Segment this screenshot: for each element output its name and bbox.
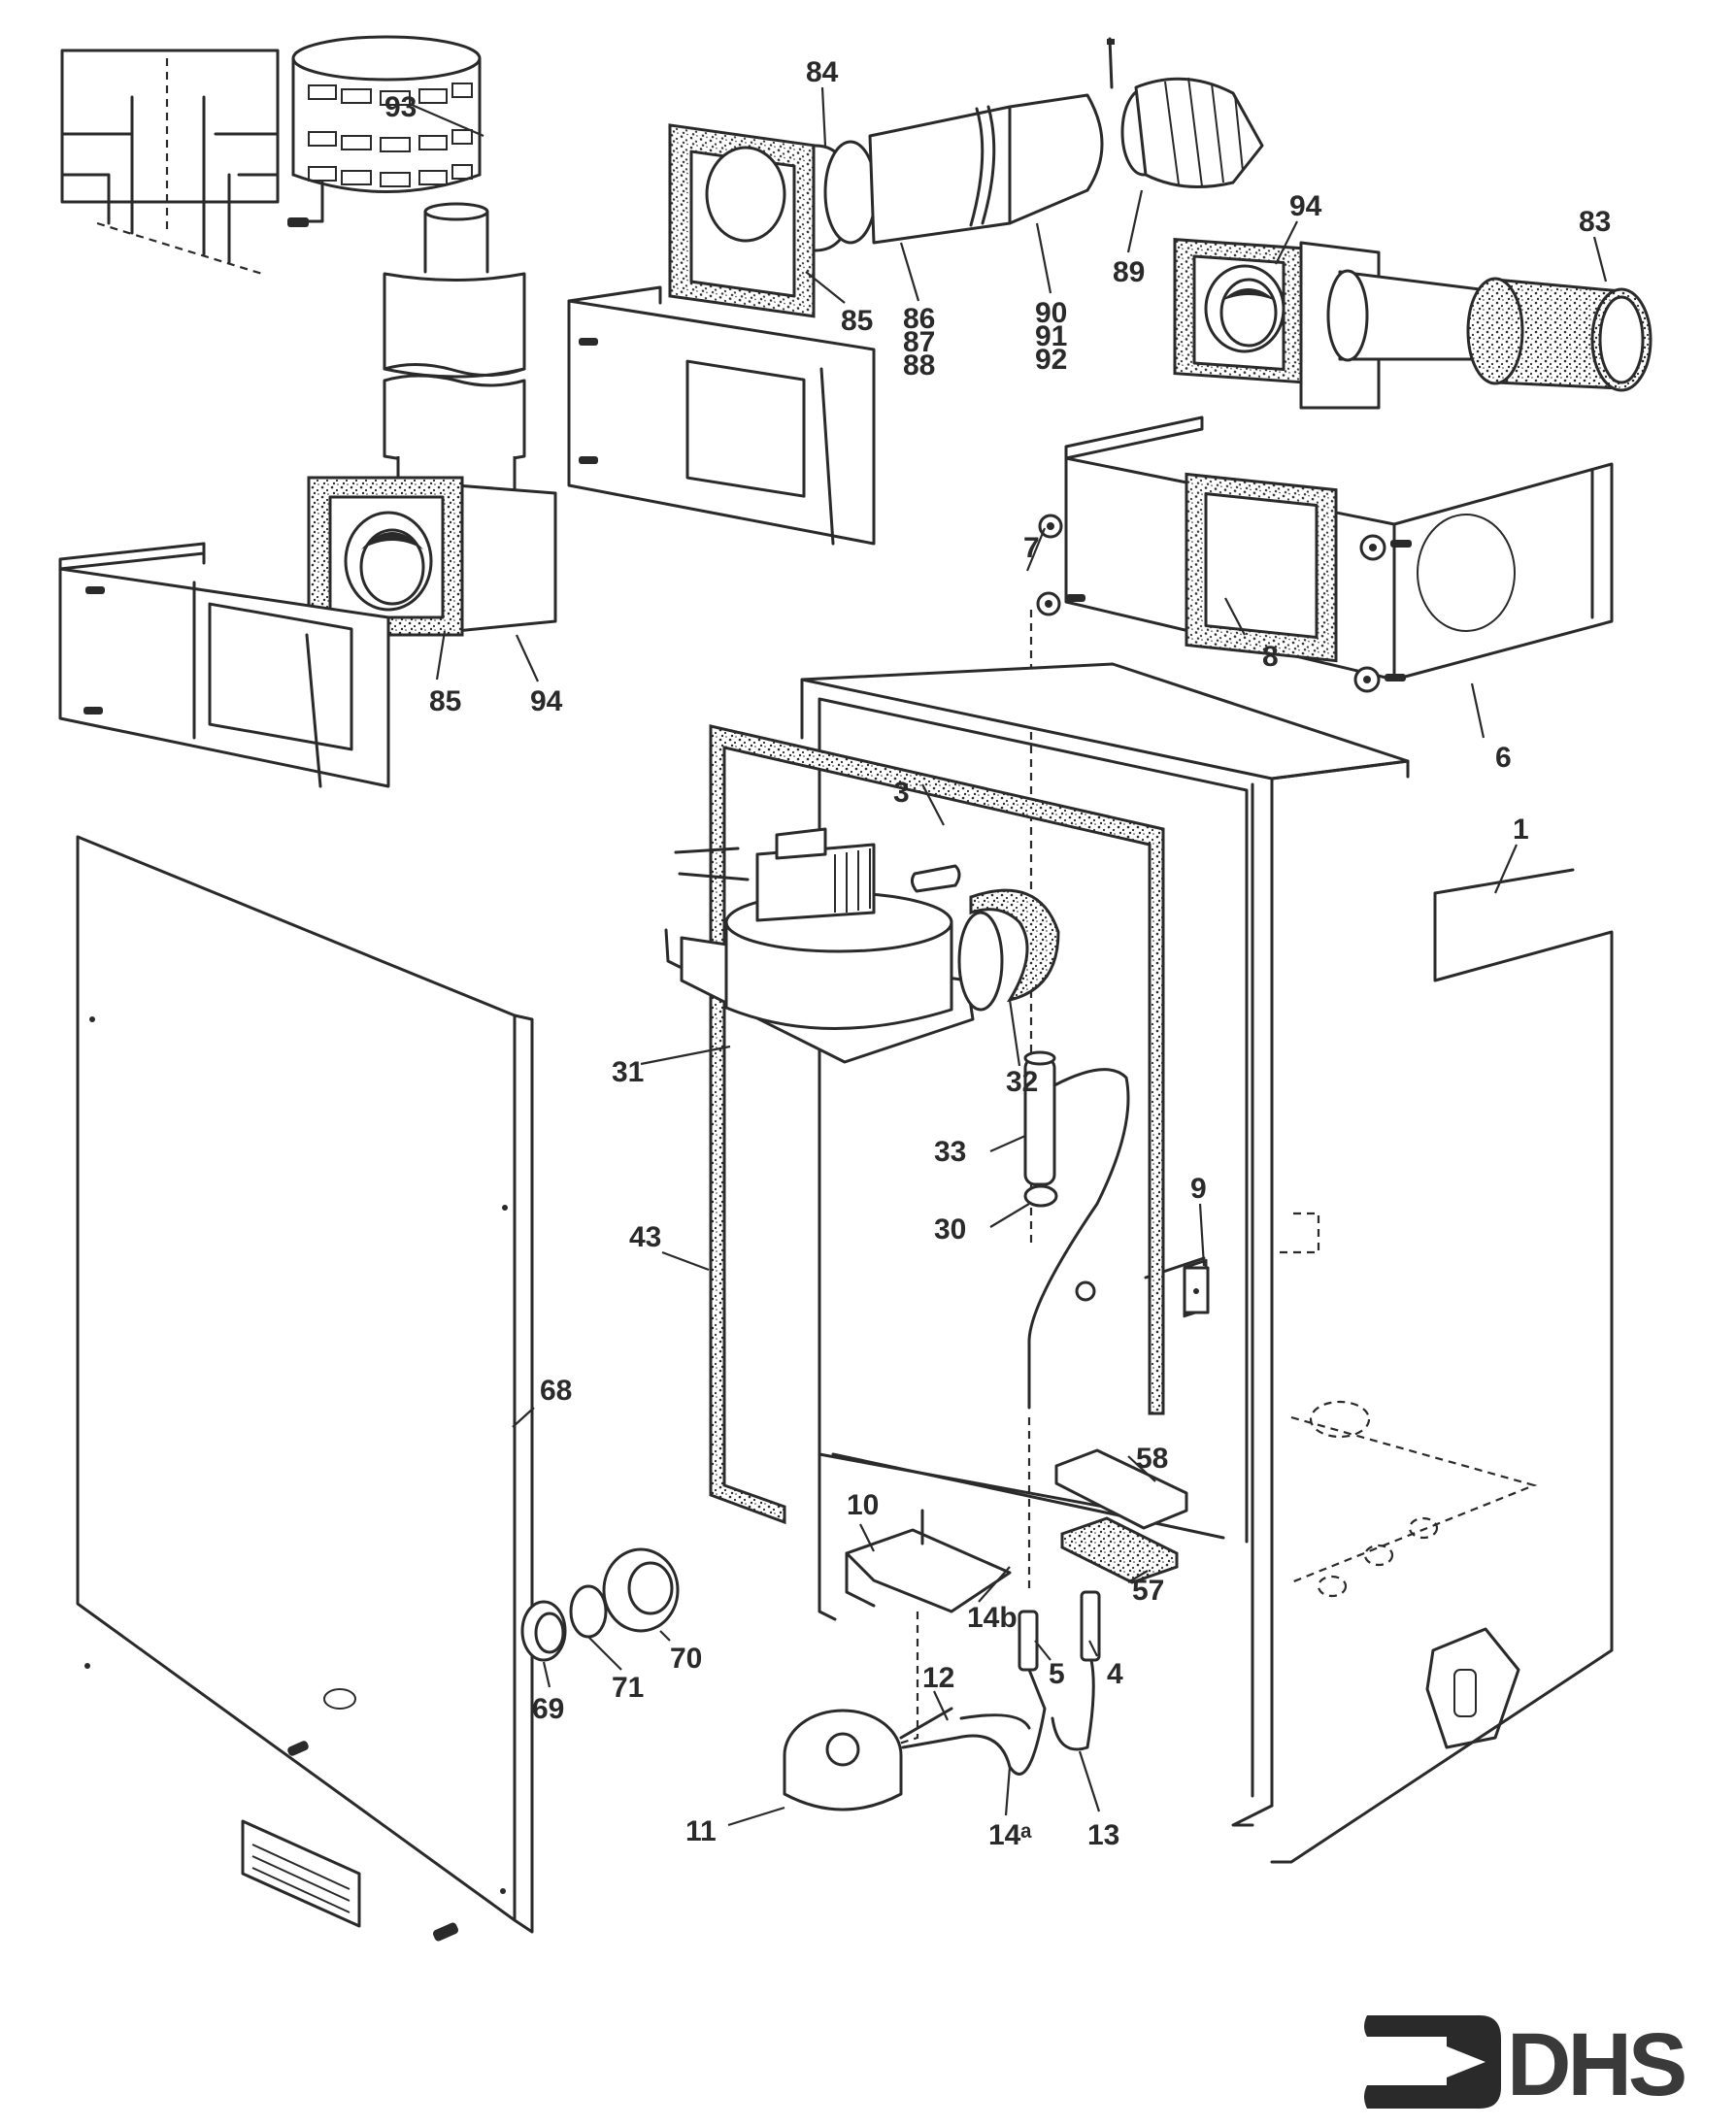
label-94-left: 94 [530,685,563,717]
front-panel [76,835,534,1942]
part-labels: 93 84 85 86 87 88 90 91 92 89 94 83 7 8 … [384,56,1611,1851]
label-6: 6 [1495,742,1512,774]
label-92: 92 [1035,344,1067,376]
fan-assembly [664,827,1060,1064]
brackets-57-58 [1054,1448,1188,1584]
flue-terminal-guard [1466,277,1653,392]
label-14b: 14b [967,1602,1018,1634]
label-7: 7 [1023,532,1040,564]
label-84: 84 [806,56,839,88]
label-70: 70 [670,1643,702,1675]
label-58: 58 [1136,1443,1168,1475]
case-seal [709,724,1165,1525]
label-3: 3 [893,777,910,809]
horizontal-flue-assembly [668,37,1264,318]
label-31: 31 [612,1056,644,1088]
label-86: 86 [903,303,935,335]
leader-lines [411,86,1608,1827]
label-11: 11 [685,1815,717,1847]
label-93: 93 [384,91,417,123]
logo-text: DHS [1507,2015,1685,2114]
label-12: 12 [922,1662,954,1694]
label-90: 90 [1035,297,1067,329]
left-flue-elbow [307,476,557,637]
pressure-switch-assembly [783,1417,1101,1811]
label-69: 69 [532,1693,564,1725]
dhs-logo: DHS [1364,2015,1688,2114]
left-wall-plate [58,542,390,788]
label-5: 5 [1049,1658,1065,1690]
label-14a: 14ᵃ [988,1819,1032,1851]
label-8: 8 [1262,641,1279,673]
bracket-10 [845,1509,1012,1613]
label-85-left: 85 [429,685,461,717]
label-32: 32 [1006,1066,1038,1098]
label-68: 68 [540,1375,572,1407]
right-flue-elbow [1173,238,1497,410]
label-1: 1 [1513,814,1529,846]
label-57: 57 [1132,1575,1164,1607]
roof-terminal-section [60,49,280,276]
label-94-right: 94 [1289,190,1322,222]
label-88: 88 [903,349,935,382]
label-89: 89 [1113,256,1145,288]
label-91: 91 [1035,320,1067,352]
label-10: 10 [847,1489,879,1521]
right-wall-plate [1029,415,1614,1243]
grommets [520,1547,680,1662]
label-85-top: 85 [841,305,873,337]
label-9: 9 [1190,1173,1207,1205]
centre-wall-plate [567,285,876,546]
boiler-casing [800,662,1614,1864]
label-83: 83 [1579,206,1611,238]
label-13: 13 [1087,1819,1119,1851]
label-71: 71 [612,1672,644,1704]
label-30: 30 [934,1213,966,1246]
label-87: 87 [903,326,935,358]
bracket-9 [1183,1266,1210,1314]
label-33: 33 [934,1136,966,1168]
label-4: 4 [1107,1658,1123,1690]
sensor-tube [1023,1050,1130,1410]
label-43: 43 [629,1221,661,1253]
